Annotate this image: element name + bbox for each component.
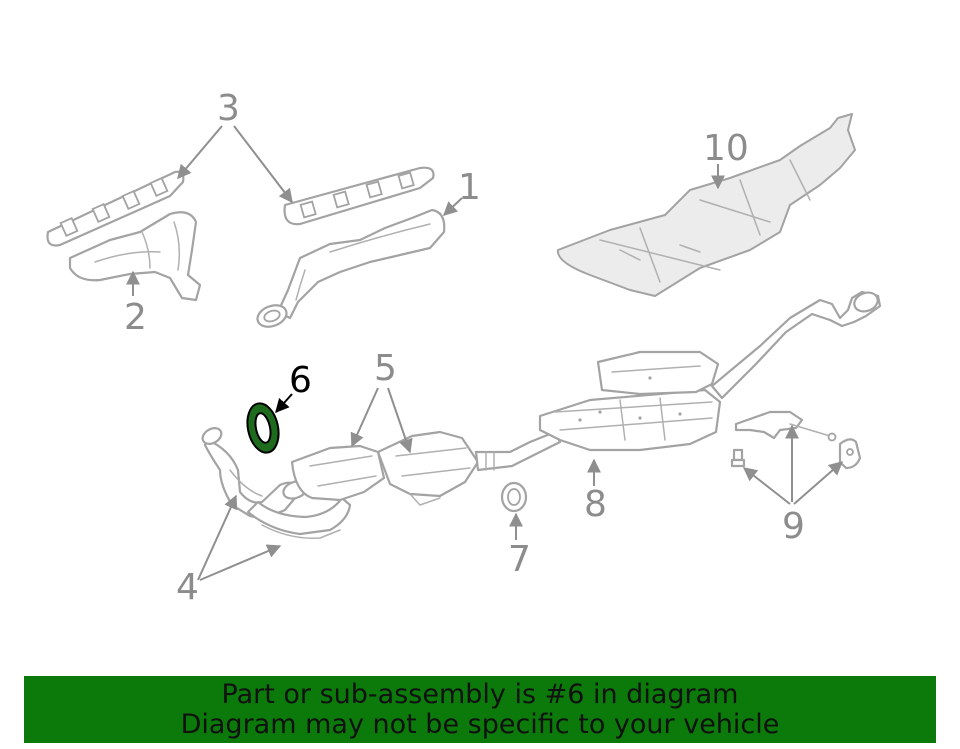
callout-8: 8 bbox=[584, 484, 607, 525]
callout-5: 5 bbox=[374, 348, 397, 389]
callout-9: 9 bbox=[782, 506, 805, 547]
banner-line-part: Part or sub-assembly is #6 in diagram bbox=[221, 678, 739, 710]
callout-10: 10 bbox=[703, 128, 749, 169]
callout-3: 3 bbox=[217, 88, 240, 129]
tail-pipe[interactable] bbox=[710, 289, 882, 400]
callout-1: 1 bbox=[458, 167, 481, 208]
gasket-highlighted[interactable] bbox=[243, 400, 283, 455]
exhaust-manifold-left[interactable] bbox=[68, 211, 202, 302]
exhaust-clamp[interactable] bbox=[500, 481, 528, 513]
intermediate-pipe[interactable] bbox=[474, 430, 562, 472]
heat-shield[interactable] bbox=[556, 113, 856, 297]
exhaust-manifold-right[interactable] bbox=[254, 208, 446, 331]
callout-7: 7 bbox=[508, 539, 531, 580]
catalytic-converter-front[interactable] bbox=[290, 444, 386, 502]
info-banner: Part or sub-assembly is #6 in diagram Di… bbox=[24, 676, 936, 743]
callout-2: 2 bbox=[124, 297, 147, 338]
callout-4: 4 bbox=[176, 567, 199, 608]
hanger-bolt[interactable] bbox=[730, 448, 746, 468]
banner-line-disclaimer: Diagram may not be specific to your vehi… bbox=[180, 708, 780, 740]
hanger-bracket[interactable] bbox=[734, 410, 837, 442]
callout-leaders bbox=[126, 125, 844, 581]
hanger-isolator[interactable] bbox=[838, 438, 862, 470]
callout-6: 6 bbox=[289, 360, 312, 401]
manifold-gasket-right[interactable] bbox=[283, 166, 435, 226]
catalytic-converter-rear[interactable] bbox=[376, 430, 480, 506]
muffler[interactable] bbox=[538, 350, 722, 452]
